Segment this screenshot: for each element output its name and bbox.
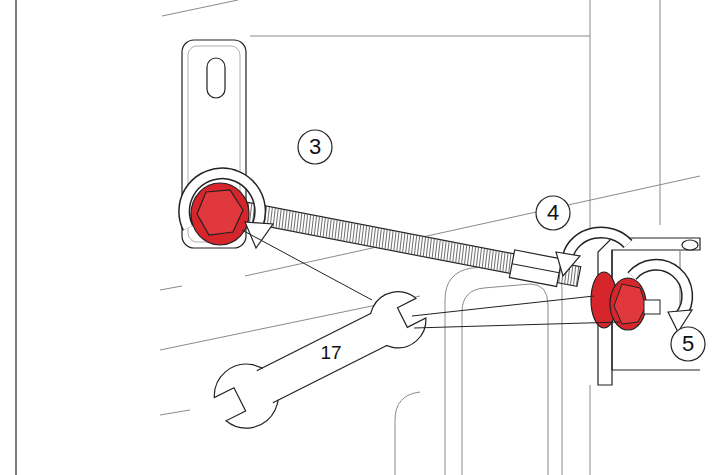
right-bracket bbox=[598, 238, 700, 385]
frame-edge bbox=[15, 0, 16, 475]
threaded-rod bbox=[242, 198, 581, 290]
left-nut bbox=[191, 183, 249, 245]
coupling-nut bbox=[509, 250, 561, 287]
thread-line bbox=[575, 266, 580, 286]
callout-number: 3 bbox=[309, 136, 321, 158]
callout-number: 4 bbox=[547, 202, 559, 224]
callout-number: 5 bbox=[682, 333, 694, 355]
wrench-size: 17 bbox=[320, 343, 341, 362]
rotation-arrows bbox=[184, 173, 692, 332]
right-nut bbox=[591, 272, 660, 330]
wrench bbox=[206, 280, 436, 438]
leader-lines bbox=[242, 230, 620, 328]
background-lines bbox=[160, 0, 700, 475]
